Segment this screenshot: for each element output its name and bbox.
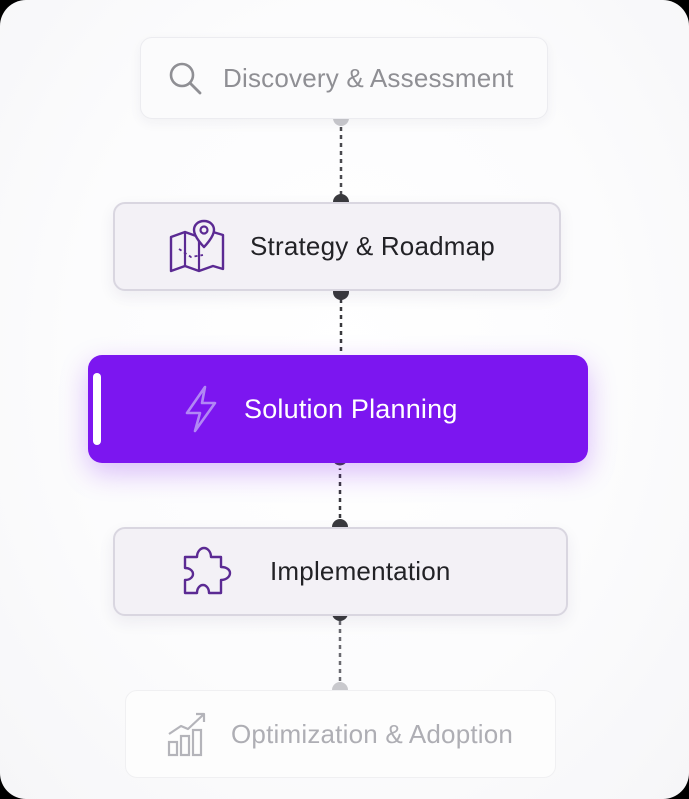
step-label: Solution Planning: [244, 393, 458, 424]
step-label: Implementation: [270, 556, 451, 586]
step-implementation[interactable]: Implementation: [113, 527, 568, 616]
step-label: Strategy & Roadmap: [250, 231, 495, 261]
step-label: Discovery & Assessment: [223, 62, 514, 93]
lightning-icon: [180, 384, 222, 434]
step-strategy-roadmap[interactable]: Strategy & Roadmap: [113, 202, 561, 291]
step-optimization-adoption[interactable]: Optimization & Adoption: [125, 690, 556, 778]
puzzle-icon: [179, 545, 233, 599]
step-label: Optimization & Adoption: [231, 718, 514, 749]
step-solution-planning[interactable]: Solution Planning: [88, 355, 588, 463]
growth-chart-icon: [166, 710, 210, 758]
search-icon: [165, 58, 205, 98]
map-pin-icon: [167, 219, 227, 275]
active-indicator: [93, 373, 101, 445]
step-discovery-assessment[interactable]: Discovery & Assessment: [140, 37, 548, 119]
